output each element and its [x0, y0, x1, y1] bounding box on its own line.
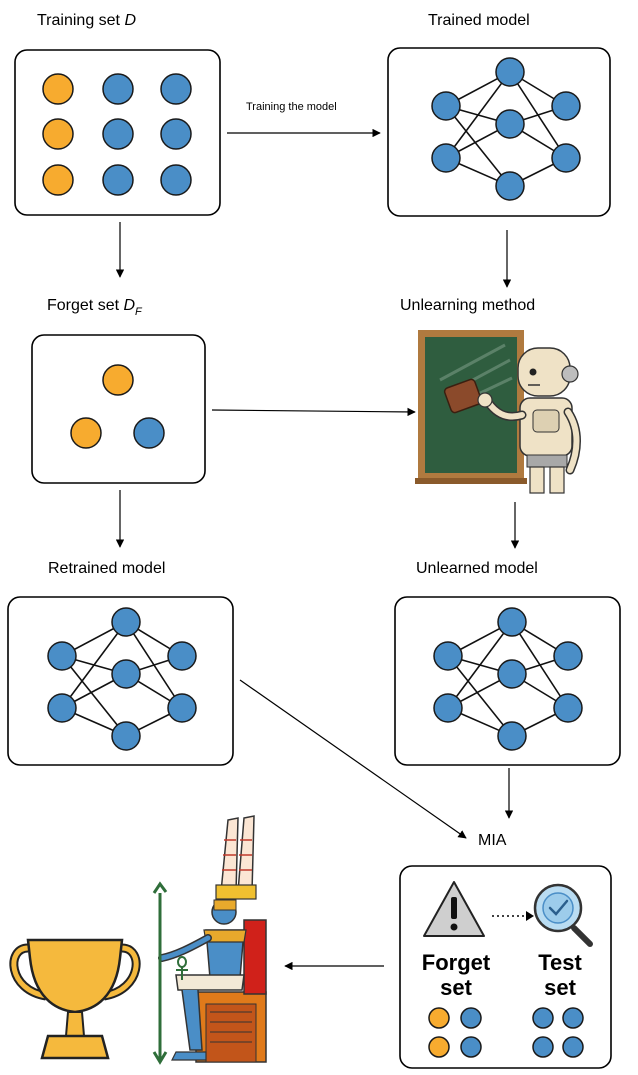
- trained-model-label: Trained model: [428, 12, 530, 29]
- mia-panel: Forget set Test set: [399, 865, 612, 1069]
- warning-icon: [423, 881, 485, 937]
- retrained-model-panel: [7, 596, 234, 766]
- robot-eraser-illustration: [415, 330, 581, 494]
- unlearned-model-label: Unlearned model: [416, 560, 538, 577]
- training-set-label: Training set D: [37, 12, 136, 29]
- trained-model-panel: [387, 47, 611, 217]
- magnifier-check-icon: [533, 883, 593, 947]
- training-arrow-label: Training the model: [246, 101, 337, 113]
- forget-set-text-line2: set: [440, 975, 472, 1000]
- trophy-icon: [9, 938, 141, 1060]
- forget-set-panel: [31, 334, 206, 484]
- mia-label: MIA: [478, 832, 507, 849]
- forget-set-text-line1: Forget: [422, 950, 491, 975]
- arrow-retrained-to-mia: [239, 679, 467, 839]
- test-set-text-line2: set: [544, 975, 576, 1000]
- test-set-text-line1: Test: [538, 950, 582, 975]
- retrained-model-label: Retrained model: [48, 560, 165, 577]
- unlearning-method-label: Unlearning method: [400, 297, 535, 314]
- egyptian-god-illustration: [152, 815, 267, 1065]
- training-set-panel: [14, 49, 221, 216]
- unlearned-model-panel: [394, 596, 621, 766]
- arrow-to-robot: [211, 407, 416, 417]
- forget-set-label: Forget set DF: [47, 297, 143, 318]
